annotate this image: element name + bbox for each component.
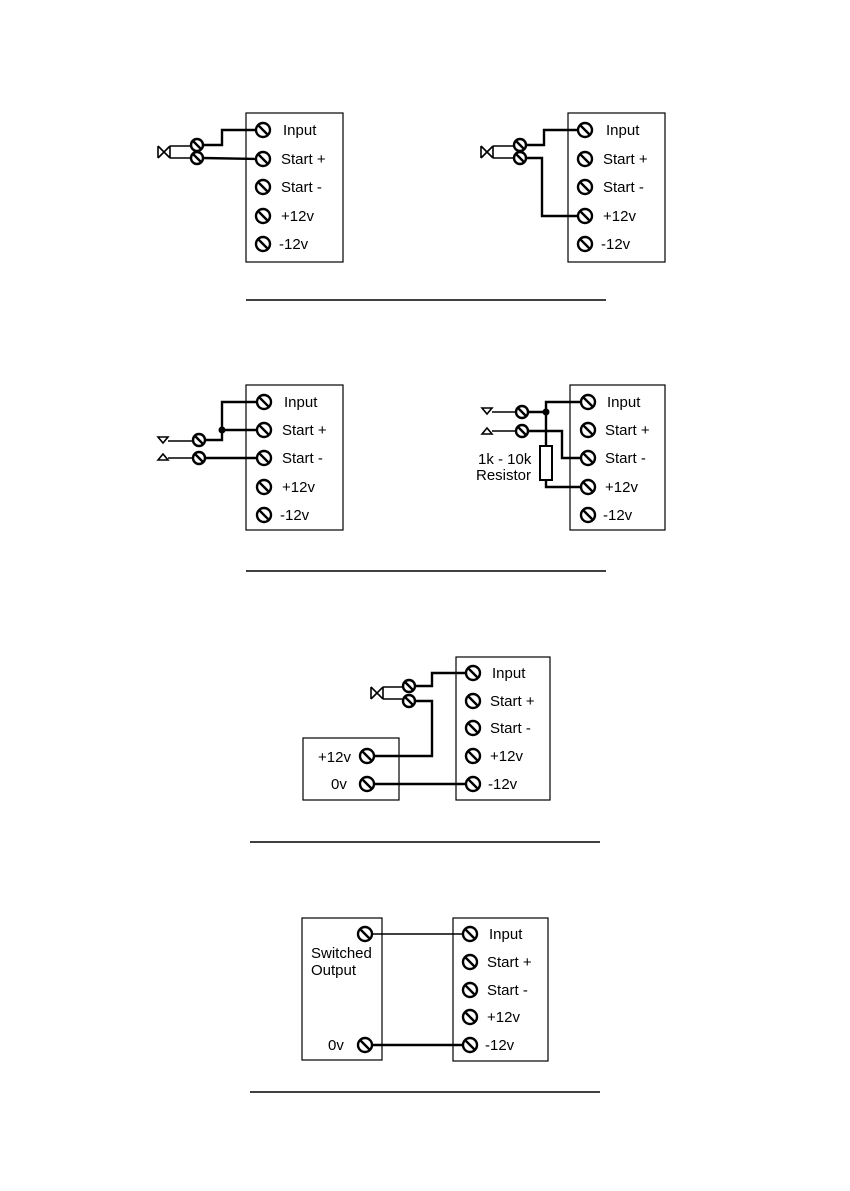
terminal-plus-12v: +12v	[578, 208, 636, 225]
terminal-plus-12v: +12v	[257, 479, 315, 496]
terminal-label-start-minus: Start -	[487, 982, 528, 999]
terminal-plus-12v: +12v	[466, 748, 523, 765]
terminal-start-minus: Start -	[581, 450, 646, 467]
terminal-label-plus-12v: +12v	[281, 208, 314, 225]
key-switch-icon	[158, 139, 203, 164]
terminal-label-start-minus: Start -	[603, 179, 644, 196]
contact-switch-icon	[158, 434, 205, 464]
terminal-label-minus-12v: -12v	[488, 776, 518, 793]
terminal-minus-12v: -12v	[463, 1037, 515, 1054]
junction-dot	[219, 427, 226, 434]
terminal-label-plus-12v: +12v	[603, 208, 636, 225]
supply-label-plus-12v: +12v	[318, 749, 351, 766]
terminal-start-minus: Start -	[578, 179, 644, 196]
terminal-label-plus-12v: +12v	[282, 479, 315, 496]
key-switch-icon	[371, 680, 415, 707]
terminal-label-start-plus: Start +	[603, 151, 648, 168]
terminal-input: Input	[581, 394, 641, 411]
terminal-label-start-plus: Start +	[282, 422, 327, 439]
terminal-start-plus: Start +	[578, 151, 648, 168]
terminal-label-start-minus: Start -	[281, 179, 322, 196]
terminal-label-input: Input	[283, 122, 317, 139]
terminal-input: Input	[466, 665, 526, 682]
switched-output-label-0v: 0v	[328, 1037, 344, 1054]
supply-label-0v: 0v	[331, 776, 347, 793]
terminal-label-plus-12v: +12v	[605, 479, 638, 496]
resistor-value-label: 1k - 10k	[478, 451, 532, 468]
terminal-label-plus-12v: +12v	[487, 1009, 520, 1026]
switched-output-label-line1: Switched	[311, 945, 372, 962]
terminal-label-start-minus: Start -	[605, 450, 646, 467]
terminal-start-minus: Start -	[256, 179, 322, 196]
terminal-start-plus: Start +	[257, 422, 327, 439]
terminal-label-minus-12v: -12v	[485, 1037, 515, 1054]
panel-1-right: Input Start + Start - +12v -12v	[481, 113, 665, 262]
terminal-label-start-plus: Start +	[281, 151, 326, 168]
terminal-input: Input	[578, 122, 640, 139]
panel-3: +12v 0v Input Start + Start - +12v -12v	[303, 657, 550, 800]
terminal-label-minus-12v: -12v	[601, 236, 631, 253]
panel-2-right: Input Start + Start - +12v -12v	[476, 385, 665, 530]
supply-terminal-plus-12v	[360, 749, 374, 763]
terminal-input: Input	[257, 394, 318, 411]
terminal-label-input: Input	[284, 394, 318, 411]
junction-dot	[543, 409, 550, 416]
wire-to-start-plus	[203, 158, 256, 159]
terminal-minus-12v: -12v	[257, 507, 310, 524]
terminal-label-input: Input	[607, 394, 641, 411]
terminal-start-minus: Start -	[257, 450, 323, 467]
terminal-start-minus: Start -	[466, 720, 531, 737]
terminal-minus-12v: -12v	[581, 507, 633, 524]
terminal-start-plus: Start +	[581, 422, 650, 439]
terminal-label-plus-12v: +12v	[490, 748, 523, 765]
resistor-label: Resistor	[476, 467, 531, 484]
terminal-start-plus: Start +	[256, 151, 326, 168]
terminal-plus-12v: +12v	[581, 479, 638, 496]
supply-terminal-0v	[360, 777, 374, 791]
terminal-input: Input	[463, 926, 523, 943]
terminal-label-start-plus: Start +	[490, 693, 535, 710]
terminal-label-input: Input	[492, 665, 526, 682]
switched-output-label-line2: Output	[311, 962, 357, 979]
terminal-input: Input	[256, 122, 317, 139]
terminal-minus-12v: -12v	[466, 776, 518, 793]
terminal-start-minus: Start -	[463, 982, 528, 999]
terminal-label-minus-12v: -12v	[280, 507, 310, 524]
terminal-label-input: Input	[489, 926, 523, 943]
terminal-plus-12v: +12v	[463, 1009, 520, 1026]
terminal-label-input: Input	[606, 122, 640, 139]
terminal-label-minus-12v: -12v	[279, 236, 309, 253]
resistor-icon	[540, 446, 552, 480]
terminal-label-start-plus: Start +	[605, 422, 650, 439]
terminal-start-plus: Start +	[466, 693, 535, 710]
contact-switch-icon	[482, 406, 528, 437]
terminal-label-start-minus: Start -	[282, 450, 323, 467]
switched-output-terminal-0v	[358, 1038, 372, 1052]
terminal-start-plus: Start +	[463, 954, 532, 971]
key-switch-icon	[481, 139, 526, 164]
terminal-label-start-minus: Start -	[490, 720, 531, 737]
terminal-minus-12v: -12v	[256, 236, 309, 253]
supply-box	[303, 738, 399, 800]
switched-output-terminal	[358, 927, 372, 941]
panel-1-left: Input Start + Start - +12v -12v	[158, 113, 343, 262]
panel-2-left: Input Start + Start - +12v -12v	[158, 385, 343, 530]
terminal-plus-12v: +12v	[256, 208, 314, 225]
terminal-label-start-plus: Start +	[487, 954, 532, 971]
terminal-minus-12v: -12v	[578, 236, 631, 253]
terminal-label-minus-12v: -12v	[603, 507, 633, 524]
panel-4: Switched Output 0v Input Start + Start -…	[302, 918, 548, 1061]
